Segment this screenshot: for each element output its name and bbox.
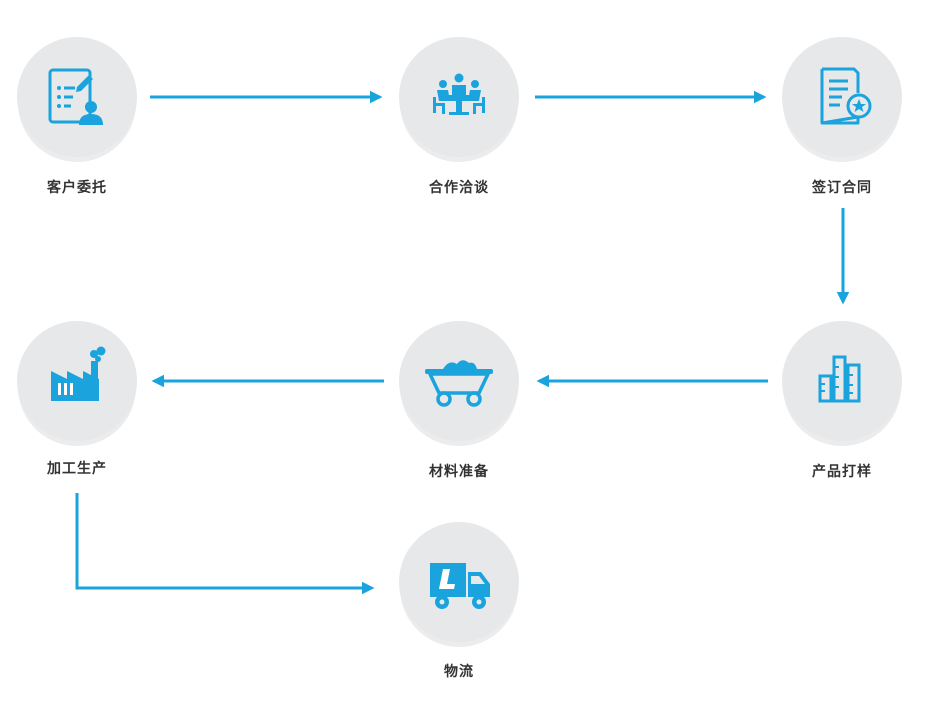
step-production-label: 加工生产 xyxy=(47,461,107,477)
step-production-node xyxy=(17,321,137,441)
step-negotiate-node xyxy=(399,37,519,157)
meeting-icon xyxy=(433,73,485,115)
step-entrust-label: 客户委托 xyxy=(47,180,107,196)
step-materials-node xyxy=(399,321,519,441)
factory-icon xyxy=(51,346,106,401)
truck-icon xyxy=(430,563,490,609)
contract-star-icon xyxy=(820,67,872,125)
mine-cart-icon xyxy=(425,360,493,407)
step-sample-node xyxy=(782,321,902,441)
step-logistics-label: 物流 xyxy=(444,664,474,680)
step-logistics-node xyxy=(399,522,519,642)
client-document-icon xyxy=(48,68,103,125)
step-entrust-node xyxy=(17,37,137,157)
step-materials-label: 材料准备 xyxy=(429,464,489,480)
arrow-production-to-logistics xyxy=(75,493,375,595)
step-sample-label: 产品打样 xyxy=(812,464,872,480)
step-contract-label: 签订合同 xyxy=(812,180,872,196)
step-negotiate-label: 合作洽谈 xyxy=(429,180,489,196)
beakers-icon xyxy=(818,355,861,403)
step-contract-node xyxy=(782,37,902,157)
